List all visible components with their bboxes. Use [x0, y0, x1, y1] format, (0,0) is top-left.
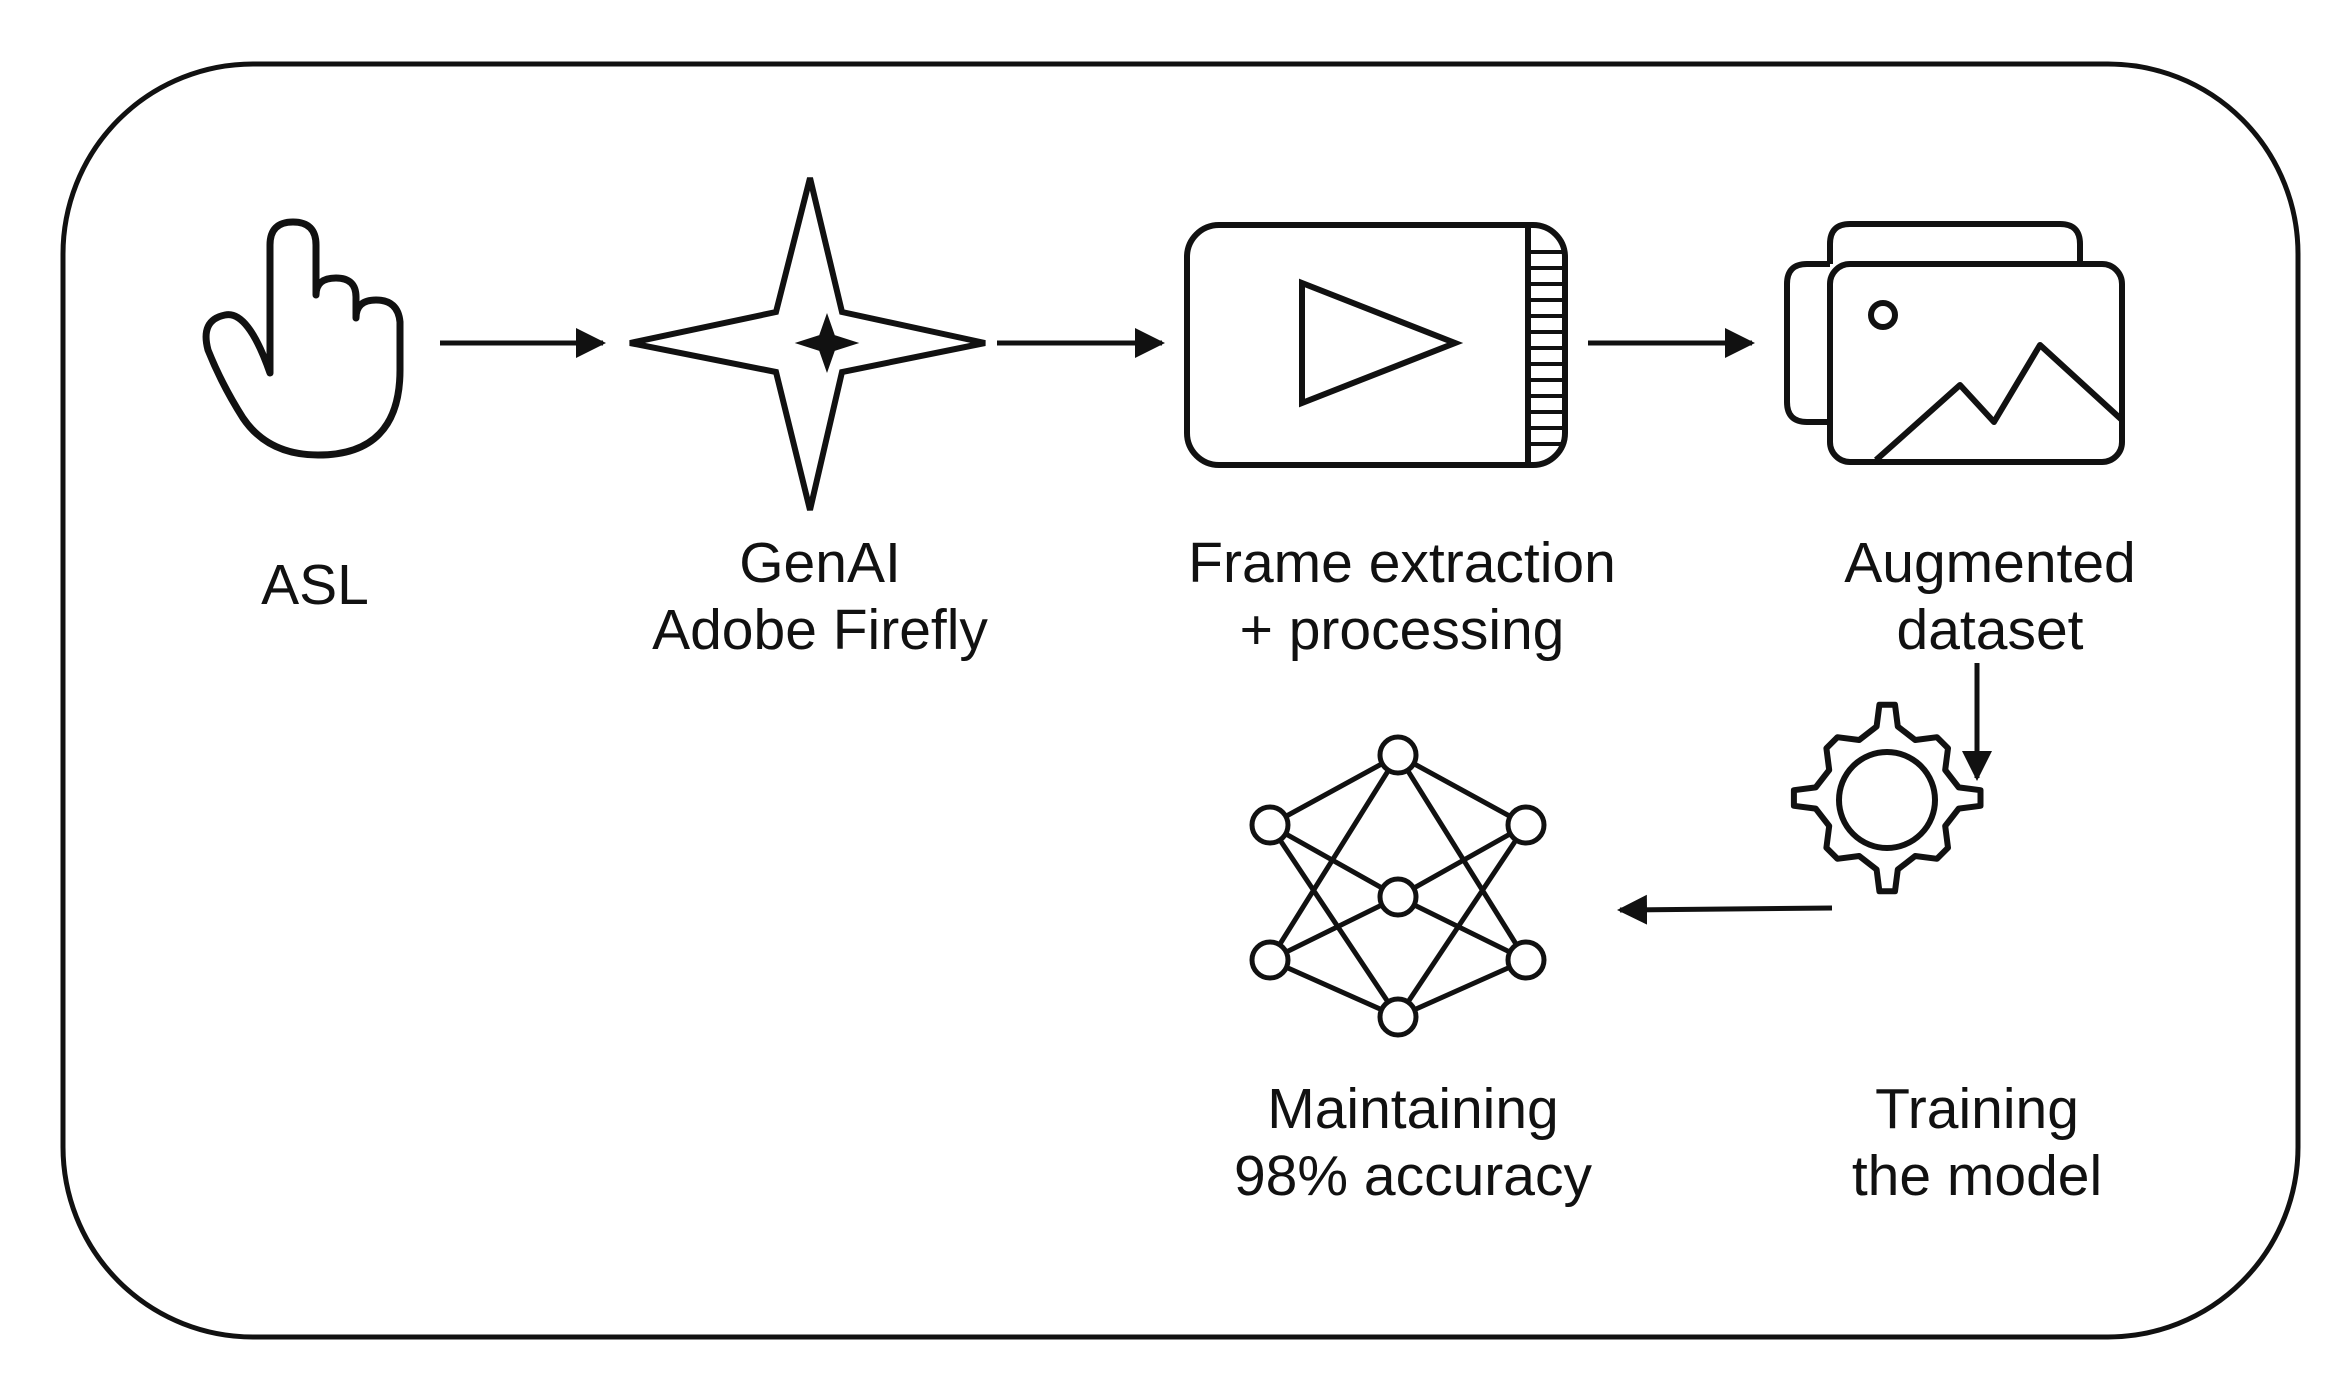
label-genai: GenAI Adobe Firefly: [540, 530, 1100, 664]
label-training-line-2: the model: [1851, 1144, 2103, 1208]
image-stack-icon: [1784, 221, 2125, 465]
label-training-line-1: Training: [1875, 1077, 2079, 1141]
diagram-frame: [60, 61, 2301, 1340]
label-frames: Frame extraction + processing: [1122, 530, 1682, 664]
label-accuracy-line-1: Maintaining: [1267, 1077, 1559, 1141]
video-frame-icon: [1184, 222, 1568, 468]
pointing-hand-icon: [202, 218, 404, 459]
flow-arrows: [440, 328, 1992, 925]
label-asl: ASL: [35, 552, 595, 619]
label-dataset: Augmented dataset: [1710, 530, 2270, 664]
label-genai-line-2: Adobe Firefly: [652, 598, 988, 662]
label-frames-line-1: Frame extraction: [1188, 531, 1616, 595]
label-accuracy-line-2: 98% accuracy: [1233, 1144, 1592, 1208]
label-frames-line-2: + processing: [1239, 598, 1565, 662]
label-dataset-line-2: dataset: [1896, 598, 2084, 662]
label-asl-line-1: ASL: [261, 553, 369, 617]
label-dataset-line-1: Augmented: [1844, 531, 2136, 595]
label-accuracy: Maintaining 98% accuracy: [1133, 1076, 1693, 1210]
label-training: Training the model: [1697, 1076, 2257, 1210]
label-genai-line-1: GenAI: [739, 531, 901, 595]
sparkle-star-icon: [629, 177, 986, 511]
gear-icon: [1790, 701, 1984, 895]
arrow-training-to-accuracy: [1617, 894, 1833, 925]
neural-network-icon: [1249, 734, 1547, 1038]
